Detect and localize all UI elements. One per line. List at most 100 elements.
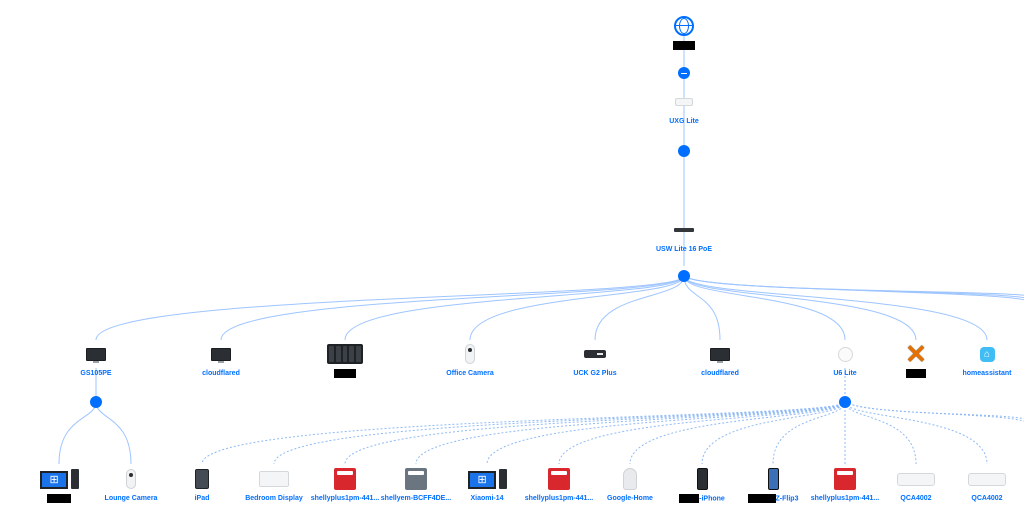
downlink-line [594, 275, 685, 341]
downlink-line [469, 275, 685, 341]
monitor-device-icon [211, 347, 231, 363]
wireless-line [415, 401, 846, 465]
client-qca4002-2[interactable]: QCA4002 [937, 467, 1024, 503]
redacted-label [747, 494, 776, 503]
device-label: cloudflared [202, 370, 240, 377]
nas-icon [327, 344, 363, 364]
monitor-device-icon [710, 347, 730, 363]
device-label: Google-Home [607, 495, 653, 502]
wireless-line [201, 401, 846, 465]
client-bedroom-display[interactable]: Bedroom Display [224, 467, 324, 503]
tablet-icon [195, 469, 209, 489]
display-icon [259, 471, 289, 487]
wireless-line [486, 401, 846, 465]
phone-icon [696, 468, 708, 490]
device-u6-lite[interactable]: U6 Lite [795, 342, 895, 378]
gateway-hub[interactable] [678, 145, 690, 157]
device-label: Lounge Camera [104, 495, 158, 502]
device-nas[interactable] [295, 342, 395, 378]
client-iphone[interactable]: -iPhone [652, 467, 752, 503]
device-label: GS105PE [80, 370, 112, 377]
wireless-line [344, 401, 846, 465]
internet-node[interactable] [634, 14, 734, 50]
gateway-icon [675, 98, 693, 106]
monitor-device-icon [86, 347, 106, 363]
device-label: cloudflared [701, 370, 739, 377]
globe-icon [674, 16, 694, 36]
wireless-line [629, 401, 846, 465]
switch-icon [674, 228, 694, 232]
device-label: Office Camera [446, 370, 494, 377]
device-label: shellyplus1pm-441... [524, 495, 594, 502]
switch-hub[interactable] [678, 270, 690, 282]
flat-device-icon [968, 472, 1006, 486]
redacted-label [679, 494, 700, 503]
device-label: Bedroom Display [245, 495, 303, 502]
u6-lite-hub[interactable] [839, 396, 851, 408]
downlink-line [344, 275, 685, 341]
downlink-line [683, 275, 988, 341]
camera-icon [126, 469, 136, 489]
client-shellyem[interactable]: shellyem-BCFF4DE... [366, 467, 466, 503]
device-label: U6 Lite [833, 370, 857, 377]
downlink-line [683, 275, 721, 341]
relay-icon [334, 468, 356, 490]
device-label: Z-Flip3 [775, 495, 799, 503]
wireless-line [701, 401, 846, 465]
wireless-line [772, 401, 846, 465]
proxmox-icon: ✕ [905, 339, 927, 369]
device-gs105pe[interactable]: GS105PE [46, 342, 146, 378]
speaker-icon [623, 468, 637, 490]
device-desktop-pc[interactable] [9, 467, 109, 503]
access-point-icon [837, 346, 853, 362]
downlink-line [95, 275, 685, 341]
client-qca4002-1[interactable]: QCA4002 [866, 467, 966, 503]
device-homeassistant[interactable]: ⌂ homeassistant [937, 342, 1024, 378]
device-label: -iPhone [699, 495, 725, 503]
collapse-internet-hub[interactable] [678, 67, 690, 79]
redacted-label [47, 494, 71, 503]
gateway-label: UXG Lite [669, 118, 699, 125]
wireless-line [558, 401, 846, 465]
redacted-label [673, 41, 695, 50]
gs105pe-hub[interactable] [90, 396, 102, 408]
downlink-line [683, 275, 846, 341]
client-xiaomi-14[interactable]: Xiaomi-14 [437, 467, 537, 503]
client-shelly-2[interactable]: shellyplus1pm-441... [509, 467, 609, 503]
client-shelly-1[interactable]: shellyplus1pm-441... [295, 467, 395, 503]
device-lounge-camera[interactable]: Lounge Camera [81, 467, 181, 503]
client-shelly-3[interactable]: shellyplus1pm-441... [795, 467, 895, 503]
downlink-line [683, 275, 917, 341]
device-label: iPad [194, 495, 210, 502]
device-label: shellyplus1pm-441... [810, 495, 880, 502]
device-label: Xiaomi-14 [470, 495, 504, 502]
downlink-line [683, 275, 1024, 301]
device-cloudflared-1[interactable]: cloudflared [171, 342, 271, 378]
client-z-flip3[interactable]: Z-Flip3 [723, 467, 823, 503]
client-ipad[interactable]: iPad [152, 467, 252, 503]
wireless-line [844, 401, 988, 465]
device-label: UCK G2 Plus [573, 370, 617, 377]
client-google-home[interactable]: Google-Home [580, 467, 680, 503]
phone-blue-icon [767, 468, 779, 490]
wireless-line [844, 401, 917, 465]
device-cloudflared-2[interactable]: cloudflared [670, 342, 770, 378]
desktop-pc-icon [467, 469, 507, 489]
cloud-key-icon [584, 350, 606, 358]
downlink-line [58, 401, 97, 465]
device-office-camera[interactable]: Office Camera [420, 342, 520, 378]
device-uck-g2-plus[interactable]: UCK G2 Plus [545, 342, 645, 378]
home-assistant-icon: ⌂ [979, 346, 995, 362]
device-label: shellyem-BCFF4DE... [380, 495, 452, 502]
relay-icon [834, 468, 856, 490]
downlink-line [95, 401, 132, 465]
gateway-node[interactable]: UXG Lite [634, 90, 734, 126]
switch-node[interactable]: USW Lite 16 PoE [634, 218, 734, 254]
flat-device-icon [897, 472, 935, 486]
device-label: homeassistant [962, 370, 1012, 377]
redacted-label [334, 369, 356, 378]
device-label: shellyplus1pm-441... [310, 495, 380, 502]
device-proxmox[interactable]: ✕ [866, 339, 966, 378]
